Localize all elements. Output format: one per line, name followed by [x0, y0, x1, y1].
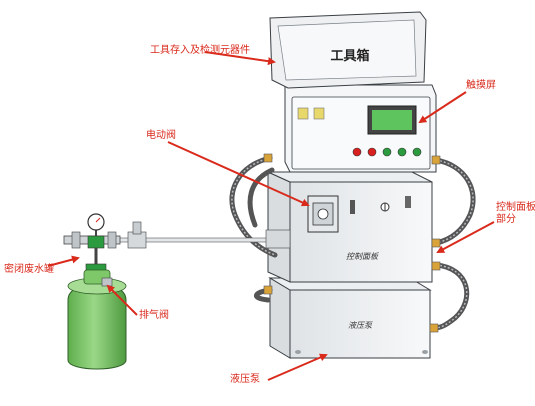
annotation-arrows [47, 51, 495, 381]
sealed-waste-tank [67, 248, 127, 370]
pressure-gauge [87, 213, 105, 249]
hydraulic-pump-plate: 液压泵 [348, 321, 373, 330]
toolbox-lid: 工具箱 [269, 11, 427, 89]
control-panel-plate: 控制面板 [346, 252, 379, 261]
electric-valve [307, 195, 339, 233]
pipe-line [63, 221, 291, 249]
hydraulic-pump-unit: 液压泵 [268, 277, 432, 359]
annotation-electric-valve: 电动阀 [146, 130, 176, 141]
touchscreen-cabinet [284, 84, 437, 173]
annotation-vent-valve: 排气阀 [139, 310, 169, 321]
annotation-hydraulic-pump: 液压泵 [230, 374, 260, 385]
annotation-touchscreen: 触摸屏 [466, 80, 496, 91]
annotation-tool-storage: 工具存入及检测元器件 [150, 45, 250, 56]
annotation-sealed-waste-tank: 密闭废水罐 [4, 264, 54, 275]
vent-valve [101, 277, 113, 287]
annotation-control-panel: 控制面板部分 [496, 202, 535, 225]
toolbox-lid-title: 工具箱 [330, 48, 369, 64]
control-panel-box: 控制面板 [267, 171, 433, 283]
touchscreen-display [372, 110, 412, 130]
